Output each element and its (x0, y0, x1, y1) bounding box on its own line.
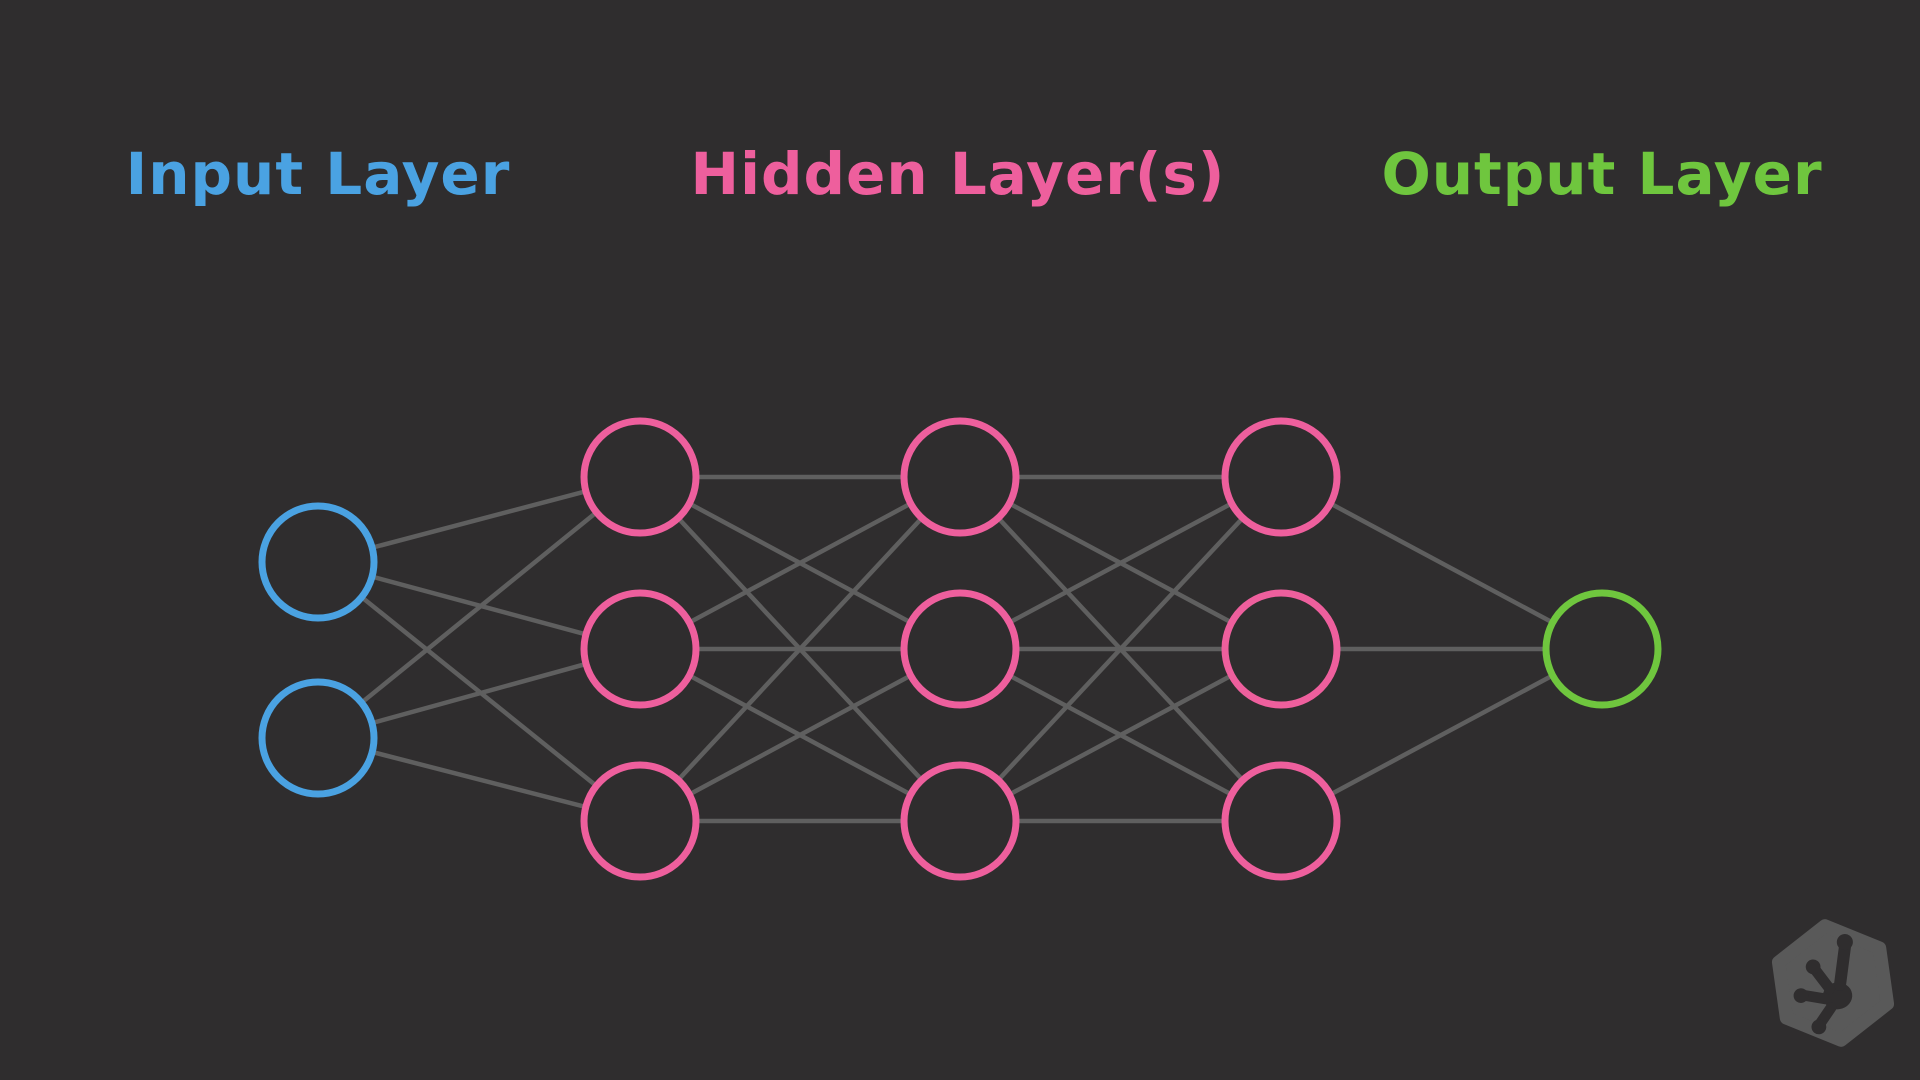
edge-hidden-layer-1-3-to-hidden-layer-2-2 (638, 647, 962, 823)
hidden-layer-2-node-2 (900, 589, 1020, 709)
hidden-layer-1-node-3 (580, 761, 700, 881)
node-group (258, 417, 1662, 881)
hidden-layer-3-node-1 (1221, 417, 1341, 537)
edge-hidden-layer-2-2-to-hidden-layer-3-1 (958, 475, 1283, 651)
edge-hidden-layer-3-3-to-output-layer-1 (1279, 647, 1604, 823)
treehouse-logo-hexagon (1771, 919, 1895, 1047)
hidden-layer-3-node-3 (1221, 761, 1341, 881)
edge-hidden-layer-1-2-to-hidden-layer-2-1 (638, 475, 962, 651)
hidden-layer-3-node-2 (1221, 589, 1341, 709)
hidden-layer-1-node-1 (580, 417, 700, 537)
output-layer-node-1 (1542, 589, 1662, 709)
input-layer-node-2 (258, 678, 378, 798)
edge-hidden-layer-1-3-to-hidden-layer-2-1 (638, 475, 962, 823)
edge-input-layer-2-to-hidden-layer-1-1 (316, 475, 642, 740)
treehouse-frog-foot-icon (1793, 934, 1853, 1035)
treehouse-logo (1771, 919, 1895, 1047)
input-layer-node-1 (258, 502, 378, 622)
hidden-layer-2-node-3 (900, 761, 1020, 881)
edge-hidden-layer-3-1-to-output-layer-1 (1279, 475, 1604, 651)
hidden-layer-title: Hidden Layer(s) (690, 140, 1226, 208)
output-layer-title: Output Layer (1381, 140, 1823, 208)
edge-hidden-layer-2-3-to-hidden-layer-3-2 (958, 647, 1283, 823)
edge-hidden-layer-2-3-to-hidden-layer-3-1 (958, 475, 1283, 823)
input-layer-title: Input Layer (125, 140, 511, 208)
hidden-layer-2-node-1 (900, 417, 1020, 537)
hidden-layer-1-node-2 (580, 589, 700, 709)
